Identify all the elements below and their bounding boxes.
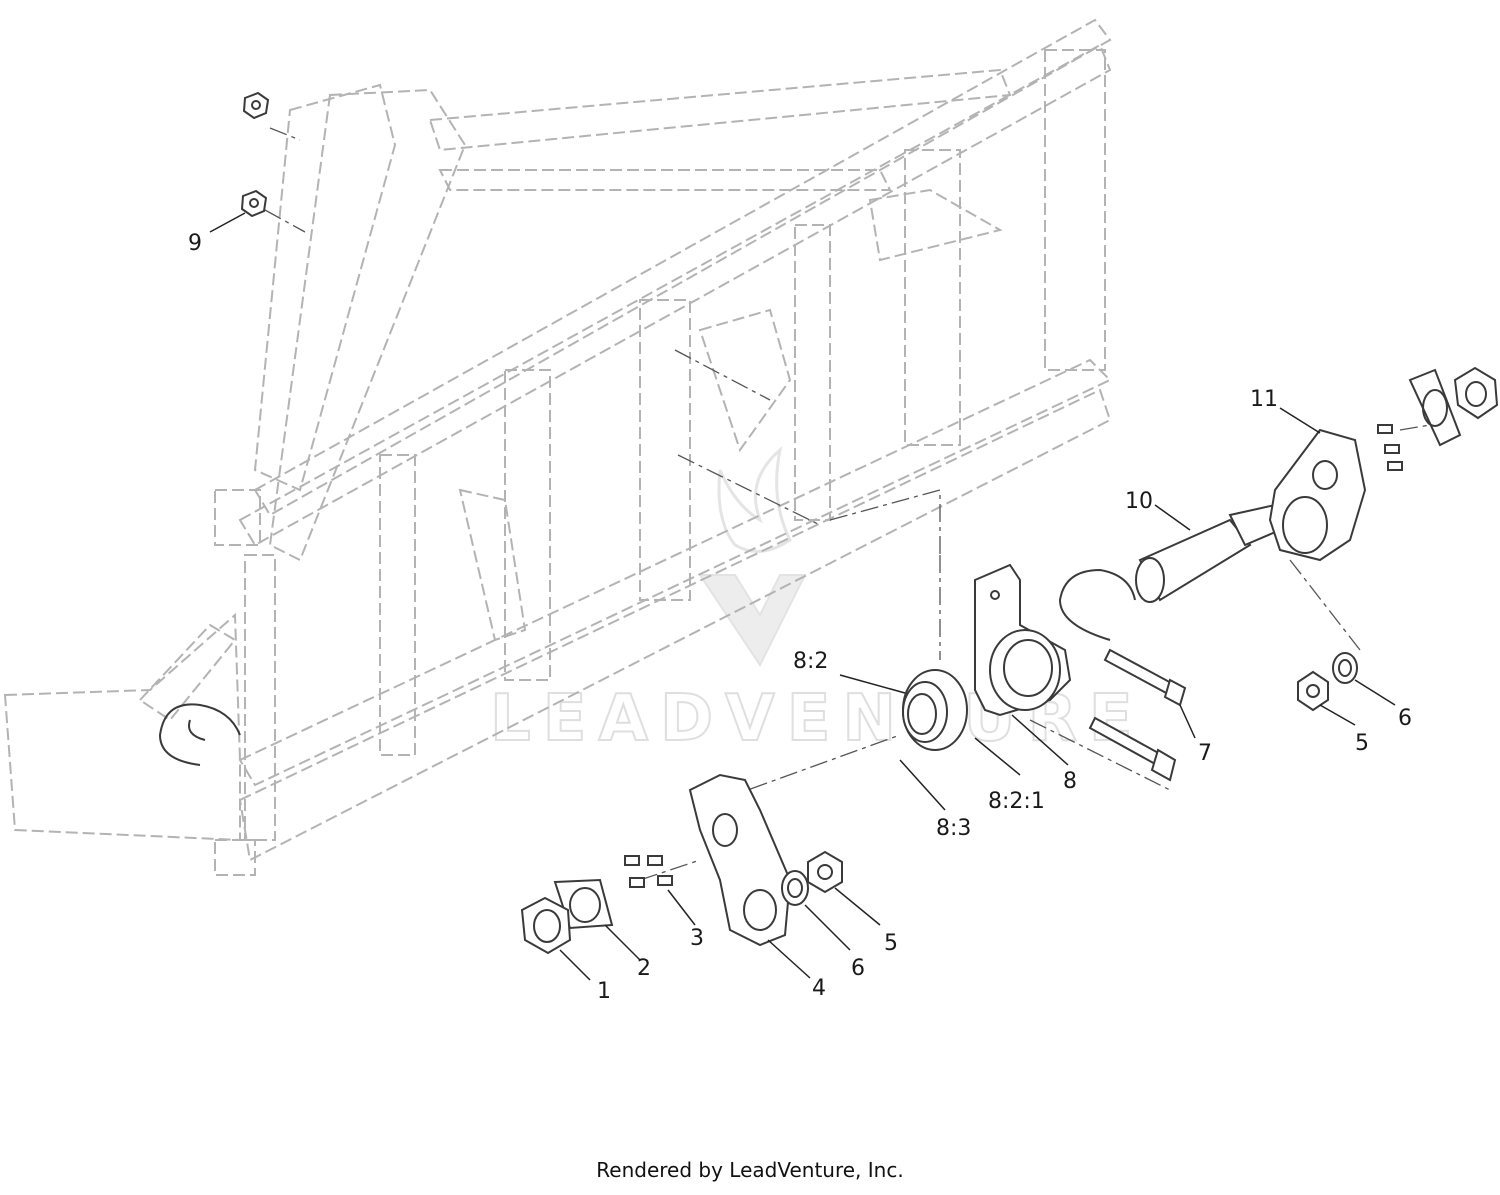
leader-lines (209, 212, 1396, 981)
boom-frame (3, 18, 1112, 876)
footer-credit: Rendered by LeadVenture, Inc. (596, 1158, 904, 1182)
set-screw-icon (1377, 424, 1403, 471)
callout-7: 7 (1198, 741, 1212, 766)
nut-icon (1453, 366, 1499, 420)
callout-8-2-1: 8:2:1 (988, 789, 1045, 814)
pivot-bracket (974, 563, 1072, 717)
callout-5-right: 5 (1355, 731, 1369, 756)
callout-1: 1 (597, 979, 611, 1004)
set-screw-icon (624, 855, 673, 888)
nut-icon (242, 91, 270, 120)
parts (158, 91, 1499, 955)
callout-8-2: 8:2 (793, 649, 828, 674)
snap-ring (158, 703, 241, 766)
callout-8: 8 (1063, 769, 1077, 794)
callout-labels: 9 1 2 3 4 6 5 7 8 8:2:1 8:3 8:2 10 11 6 … (188, 231, 1412, 1004)
callout-2: 2 (637, 956, 651, 981)
washer-icon (1332, 652, 1358, 684)
callout-8-3: 8:3 (936, 816, 971, 841)
bolt-icon (1103, 648, 1187, 707)
callout-4: 4 (812, 976, 826, 1001)
snap-ring-2 (1058, 568, 1136, 641)
callout-6-lower: 6 (851, 956, 865, 981)
pivot-shaft (1135, 503, 1282, 603)
nut-icon (240, 189, 268, 218)
flange-bushing (902, 669, 968, 751)
nut-icon (807, 850, 843, 894)
pivot-arm-right (1268, 428, 1367, 562)
callout-9: 9 (188, 231, 202, 256)
pivot-arm-left (688, 773, 792, 947)
leadventure-watermark: LEADVENTURE (489, 446, 1134, 757)
callout-11: 11 (1250, 387, 1278, 412)
washer-icon (781, 870, 809, 906)
nut-icon (520, 896, 572, 955)
watermark-v-icon (698, 574, 807, 667)
callout-3: 3 (690, 926, 704, 951)
callout-6-right: 6 (1398, 706, 1412, 731)
nut-icon (1297, 670, 1329, 712)
callout-5-lower: 5 (884, 931, 898, 956)
washer-icon (1408, 368, 1462, 447)
callout-10: 10 (1125, 489, 1153, 514)
bolt-icon (1088, 716, 1177, 782)
